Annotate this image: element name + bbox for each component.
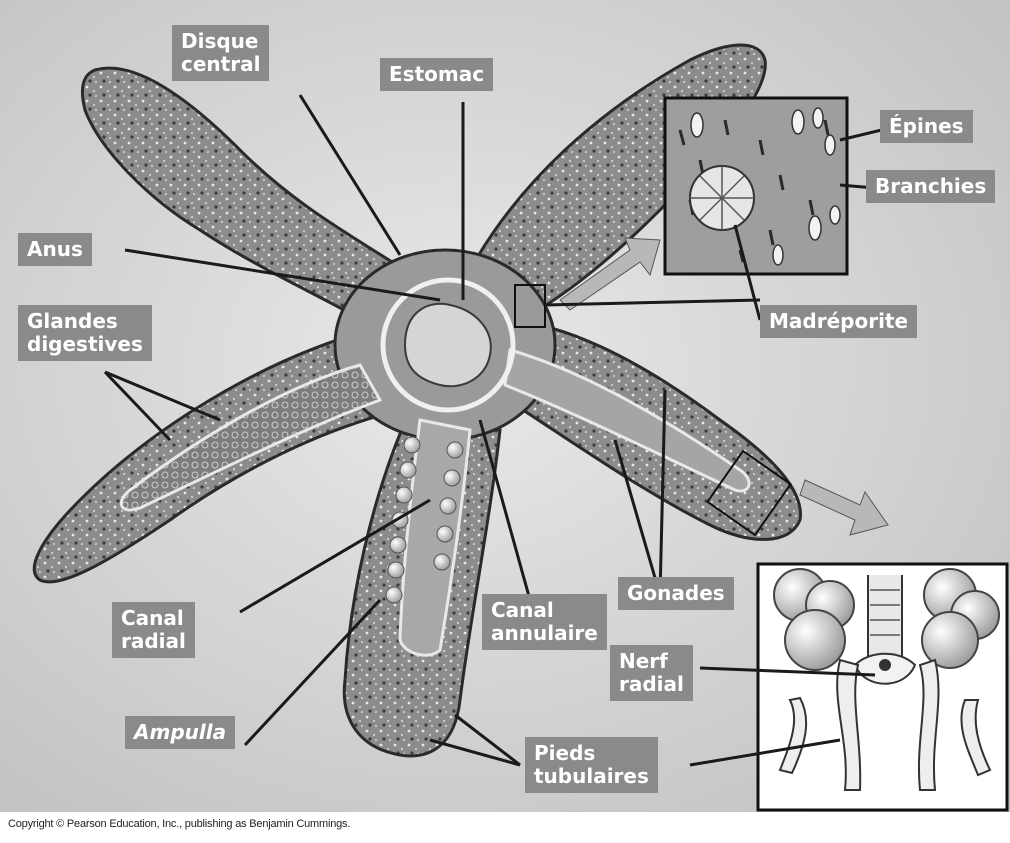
- copyright-notice: Copyright © Pearson Education, Inc., pub…: [8, 818, 350, 830]
- label-pieds-tubulaires: Pieds tubulaires: [525, 737, 658, 793]
- inset-surface-detail: [665, 98, 847, 274]
- label-branchies: Branchies: [866, 170, 995, 203]
- label-disque-central: Disque central: [172, 25, 269, 81]
- label-estomac: Estomac: [380, 58, 493, 91]
- label-glandes-digestives: Glandes digestives: [18, 305, 152, 361]
- label-anus: Anus: [18, 233, 92, 266]
- label-gonades: Gonades: [618, 577, 734, 610]
- label-canal-radial: Canal radial: [112, 602, 195, 658]
- label-canal-annulaire: Canal annulaire: [482, 594, 607, 650]
- label-nerf-radial: Nerf radial: [610, 645, 693, 701]
- inset-tube-feet-detail: [758, 564, 1007, 810]
- label-epines: Épines: [880, 110, 973, 143]
- label-madreporite: Madréporite: [760, 305, 917, 338]
- label-ampulla: Ampulla: [125, 716, 235, 749]
